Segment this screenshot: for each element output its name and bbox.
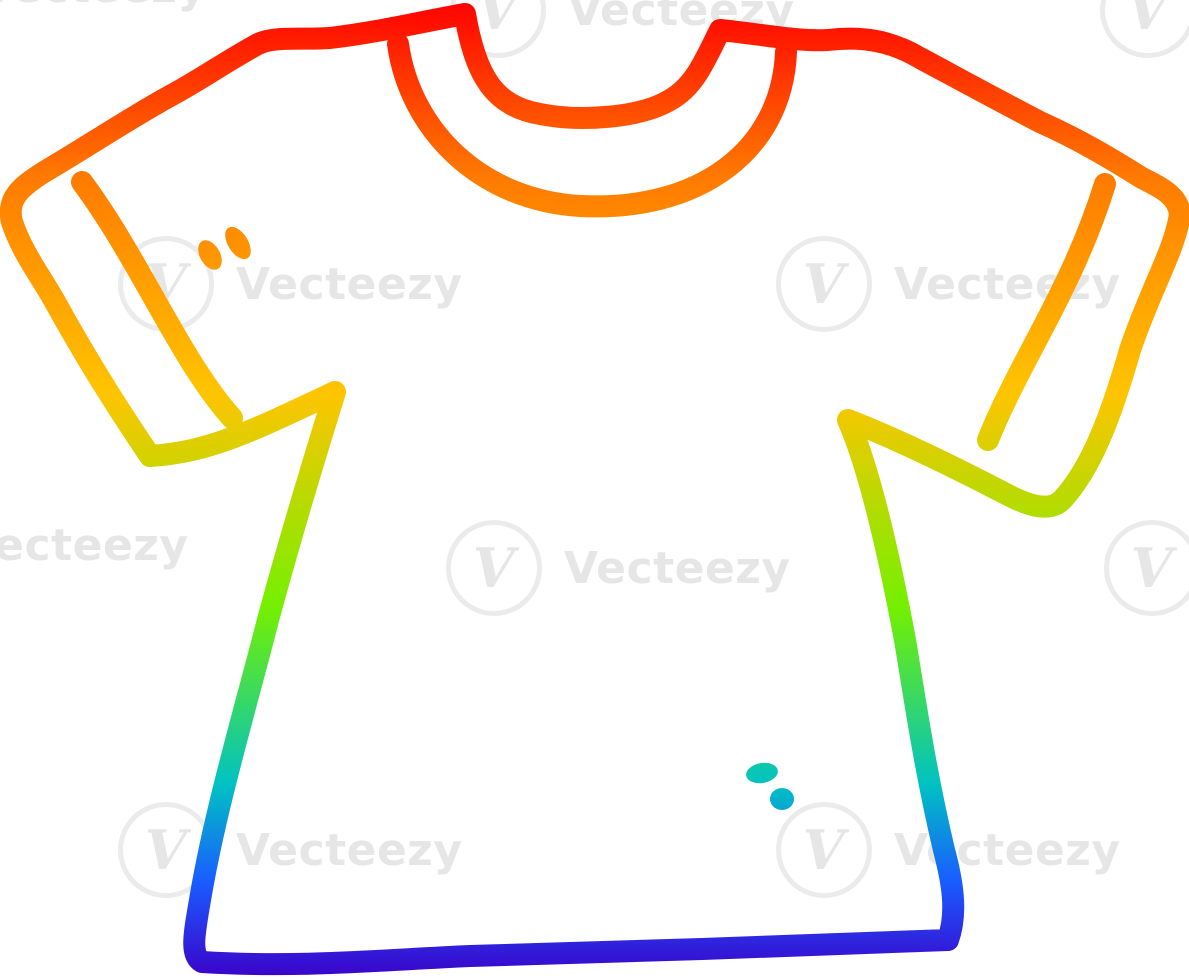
watermark-logo-icon: V [776, 236, 872, 332]
left-sleeve-cuff [71, 171, 243, 429]
watermark-logo-icon: V [1104, 520, 1189, 616]
watermark-text: Vecteezy [0, 0, 207, 13]
watermark: V [1100, 0, 1189, 58]
fabric-mark [198, 240, 222, 270]
watermark: V Vecteezy [446, 520, 791, 616]
watermark-logo-icon: V [118, 802, 214, 898]
right-sleeve-cuff [977, 173, 1116, 451]
tshirt-collar-ring [387, 33, 797, 218]
fabric-mark [770, 788, 794, 810]
watermark: V Vecteezy [118, 802, 463, 898]
fabric-mark [746, 762, 778, 784]
fabric-mark [225, 226, 251, 260]
watermark-text: Vecteezy [236, 258, 463, 310]
watermark: Vecteezy [0, 0, 207, 13]
watermark-text: Vecteezy [564, 542, 791, 594]
watermark: Vecteezy [0, 520, 189, 571]
watermark-logo-icon: V [446, 520, 542, 616]
fabric-marks [198, 226, 794, 810]
tshirt-body-outline [0, 3, 1189, 976]
watermark: V Vecteezy [776, 802, 1121, 898]
watermark-text: Vecteezy [0, 520, 189, 571]
watermark: V [1104, 520, 1189, 616]
watermark-logo-icon: V [776, 802, 872, 898]
watermark-text: Vecteezy [236, 824, 463, 876]
